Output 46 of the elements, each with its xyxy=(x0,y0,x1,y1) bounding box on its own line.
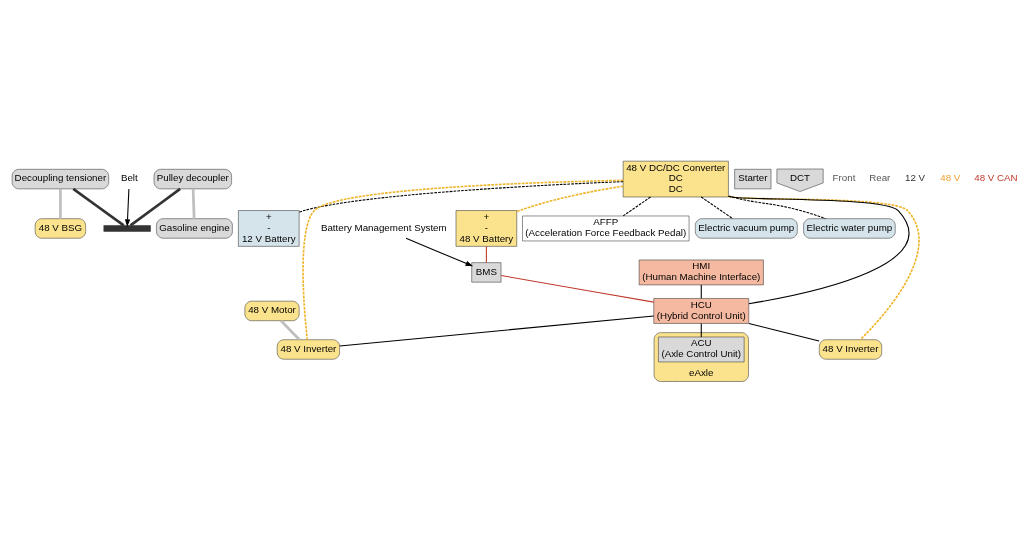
node-box: 48 V Motor xyxy=(244,300,300,321)
connector xyxy=(700,323,702,338)
connector xyxy=(302,179,624,341)
label: Rear xyxy=(869,172,891,184)
node-box: Decoupling tensioner xyxy=(11,169,109,190)
node-text: Belt xyxy=(120,172,138,184)
label: 12 V xyxy=(905,172,926,184)
label: 48 V CAN xyxy=(974,172,1018,184)
connector xyxy=(129,187,181,227)
node-box: Gasoline engine xyxy=(156,218,233,239)
connector xyxy=(72,187,125,227)
connector xyxy=(516,185,624,213)
node-box: 48 V Inverter xyxy=(819,339,882,360)
node-box: Starter xyxy=(734,169,772,190)
node-box: Electric vacuum pump xyxy=(695,218,798,239)
node-box: AFFP (Acceleration Force Feedback Pedal) xyxy=(522,215,690,242)
arrow xyxy=(124,188,131,227)
node-box: 48 V DC/DC Converter DC DC xyxy=(622,160,729,198)
node-bar xyxy=(103,225,151,232)
connector xyxy=(191,188,196,219)
connector xyxy=(339,315,655,347)
node-box: HCU (Hybrid Control Unit) xyxy=(653,298,750,324)
label: 48 V xyxy=(940,172,961,184)
node-box: + - 12 V Battery xyxy=(238,210,300,247)
connector xyxy=(728,195,827,220)
node-box: 48 V BSG xyxy=(34,218,86,239)
connector xyxy=(700,284,702,299)
node-box: ACU (Axle Control Unit) xyxy=(658,336,745,363)
connector xyxy=(500,275,655,303)
connector xyxy=(727,195,910,305)
label: Front xyxy=(832,172,856,184)
connector xyxy=(748,322,820,342)
connector xyxy=(700,196,734,220)
node-box: 48 V Inverter xyxy=(276,339,340,360)
node-box: Electric water pump xyxy=(803,218,896,239)
node-box: BMS xyxy=(471,262,502,283)
connector xyxy=(59,188,62,219)
connector xyxy=(280,319,301,341)
node-box: Pulley decoupler xyxy=(153,169,232,190)
node-text: Battery Management System xyxy=(320,221,447,233)
node-box: + - 48 V Battery xyxy=(455,210,518,247)
node-box: HMI (Human Machine Interface) xyxy=(638,259,764,286)
connector xyxy=(727,195,920,341)
arrow xyxy=(405,237,474,267)
connector xyxy=(485,245,487,263)
connector xyxy=(298,181,624,213)
